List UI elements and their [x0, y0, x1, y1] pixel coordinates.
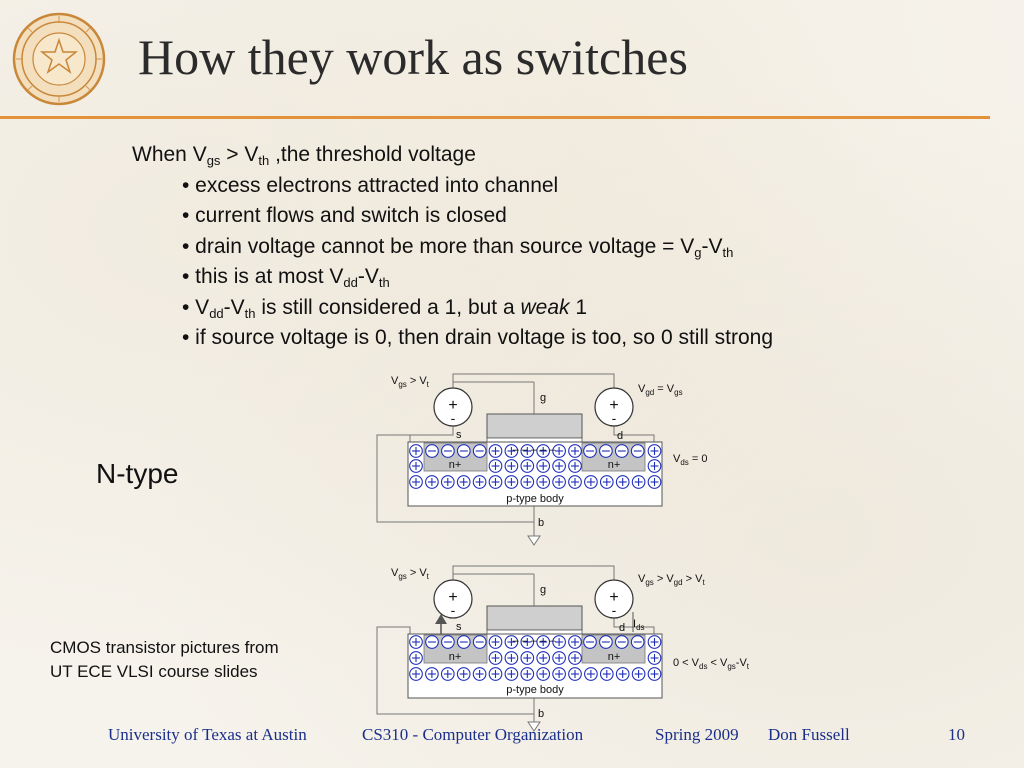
voltage-source-icon [594, 579, 634, 619]
bullet-5: • Vdd-Vth is still considered a 1, but a… [182, 295, 588, 321]
ntype-label: N-type [96, 458, 179, 489]
intro-line: When Vgs > Vth ,the threshold voltage [132, 143, 476, 168]
vgs-label: Vgs > Vt [391, 375, 430, 389]
svg-text:– – – – –: – – – – – [513, 444, 557, 456]
bullet-6: • if source voltage is 0, then drain vol… [182, 326, 773, 349]
svg-text:d: d [619, 622, 625, 634]
footer-term: Spring 2009 [655, 725, 739, 744]
voltage-source-icon [594, 387, 634, 427]
voltage-source-icon [433, 387, 473, 427]
svg-text:n+: n+ [608, 651, 621, 663]
nmos-switch-diagram: + - + - – – – – – Vgs > Vt Vgd = Vgs Vds… [376, 373, 750, 732]
svg-text:-: - [612, 410, 617, 426]
bullet-list: When Vgs > Vth ,the threshold voltage • … [132, 140, 773, 354]
svg-text:p-type body: p-type body [506, 493, 564, 505]
vgs-label: Vgs > Vt [391, 567, 430, 581]
svg-text:g: g [540, 392, 546, 404]
bullet-3: • drain voltage cannot be more than sour… [182, 234, 734, 260]
vds-label: Vds = 0 [673, 453, 707, 467]
svg-text:-: - [451, 410, 456, 426]
gate-poly [486, 413, 583, 439]
footer-page-number: 10 [948, 725, 965, 744]
ids-label: Ids [633, 618, 645, 632]
svg-text:+: + [448, 397, 457, 414]
svg-text:-: - [451, 602, 456, 618]
transistor-bottom: + - + - – – – – – Vgs > Vt Vgs > Vgd > V… [376, 565, 750, 732]
svg-text:+: + [448, 589, 457, 606]
gate-poly [486, 605, 583, 631]
footer-author: Don Fussell [768, 725, 850, 744]
svg-text:g: g [540, 584, 546, 596]
svg-text:s: s [456, 621, 462, 633]
svg-text:n+: n+ [608, 459, 621, 471]
university-seal-icon [12, 12, 106, 106]
svg-text:n+: n+ [449, 459, 462, 471]
svg-text:d: d [617, 430, 623, 442]
svg-text:-: - [612, 602, 617, 618]
svg-text:b: b [538, 708, 544, 720]
title-divider [0, 116, 990, 119]
svg-text:+: + [609, 589, 618, 606]
svg-text:n+: n+ [449, 651, 462, 663]
current-arrow-icon [435, 614, 447, 624]
ground-icon [527, 535, 541, 546]
bullet-1: • excess electrons attracted into channe… [182, 173, 559, 197]
svg-text:b: b [538, 517, 544, 529]
svg-text:+: + [609, 397, 618, 414]
vgs-vgd-label: Vgs > Vgd > Vt [638, 573, 705, 587]
svg-text:– – – – –: – – – – – [513, 635, 557, 647]
voltage-source-icon [433, 579, 473, 619]
bullet-2: • current flows and switch is closed [182, 204, 507, 227]
svg-text:p-type body: p-type body [506, 684, 564, 696]
ground-icon [527, 721, 541, 732]
vds-label: 0 < Vds < Vgs-Vt [673, 657, 750, 671]
footer-university: University of Texas at Austin [108, 725, 307, 744]
transistor-top: + - + - – – – – – Vgs > Vt Vgd = Vgs Vds… [376, 373, 707, 546]
image-credit: CMOS transistor pictures from UT ECE VLS… [50, 638, 279, 681]
slide-title: How they work as switches [138, 29, 688, 85]
bullet-4: • this is at most Vdd-Vth [182, 265, 390, 290]
svg-text:s: s [456, 429, 462, 441]
footer-course: CS310 - Computer Organization [362, 725, 584, 744]
vgd-label: Vgd = Vgs [638, 383, 683, 397]
